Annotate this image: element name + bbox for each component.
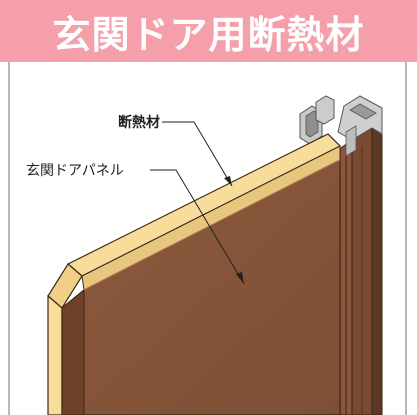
door-frame-profile <box>337 95 383 415</box>
page-title: 玄関ドア用断熱材 <box>52 12 365 57</box>
title-banner: 玄関ドア用断熱材 <box>0 0 417 62</box>
insulation-label: 断熱材 <box>118 114 160 131</box>
door-panel <box>61 159 341 415</box>
leader-lines <box>150 121 245 285</box>
frame-top-fitting <box>299 95 335 145</box>
insulation-arrow-head <box>224 176 232 186</box>
panel-label: 玄関ドアパネル <box>26 162 124 179</box>
insulation-layer <box>47 133 342 415</box>
panel-arrow-head <box>236 272 244 284</box>
